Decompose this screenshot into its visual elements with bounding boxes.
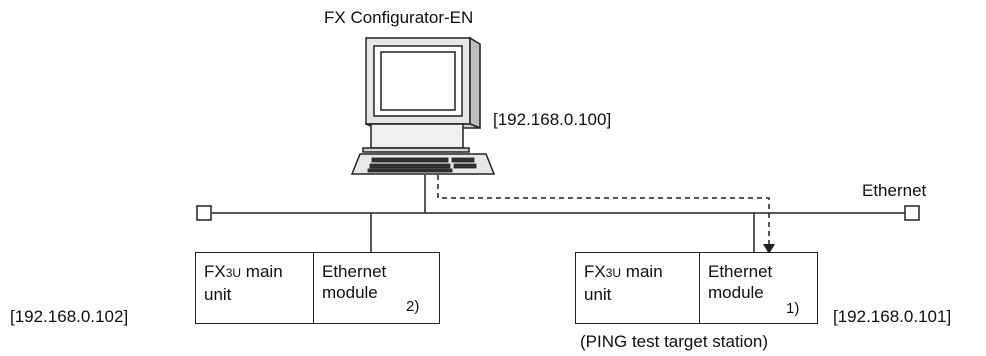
pc-software-label: FX Configurator-EN — [324, 8, 474, 27]
right-terminator — [904, 205, 920, 221]
network-label: Ethernet — [862, 181, 927, 200]
station-2-box: FX3U main unit Ethernet module 2) — [195, 252, 440, 324]
station-1-ip-label: [192.168.0.101] — [833, 307, 952, 326]
main-unit-suffix: main — [241, 262, 283, 281]
main-unit-suffix: main — [621, 262, 663, 281]
main-unit-line2: unit — [204, 285, 232, 304]
station-1-box: FX3U main unit Ethernet module 1) — [575, 252, 818, 324]
station-2-main-unit: FX3U main unit — [196, 253, 314, 323]
station-1-main-unit: FX3U main unit — [576, 253, 700, 323]
main-unit-prefix: FX — [584, 262, 606, 281]
module-line1: Ethernet — [708, 262, 773, 281]
ping-path — [437, 175, 770, 244]
pc-ip-label: [192.168.0.100] — [493, 110, 612, 129]
station-1-number: 1) — [786, 300, 800, 317]
main-unit-prefix: FX — [204, 262, 226, 281]
station-2-ethernet-module: Ethernet module — [314, 253, 439, 323]
main-unit-sub: 3U — [605, 266, 622, 280]
station-1-ethernet-module: Ethernet module — [700, 253, 817, 323]
main-unit-line2: unit — [584, 285, 612, 304]
computer-icon — [350, 36, 496, 175]
module-line2: module — [708, 283, 764, 302]
station-2-ip-label: [192.168.0.102] — [10, 307, 129, 326]
module-line1: Ethernet — [322, 262, 387, 281]
station-2-number: 2) — [406, 298, 420, 315]
main-unit-sub: 3U — [225, 266, 242, 280]
left-terminator — [196, 205, 212, 221]
ping-arrowhead — [763, 244, 775, 254]
station-1-note: (PING test target station) — [580, 332, 769, 351]
module-line2: module — [322, 283, 378, 302]
